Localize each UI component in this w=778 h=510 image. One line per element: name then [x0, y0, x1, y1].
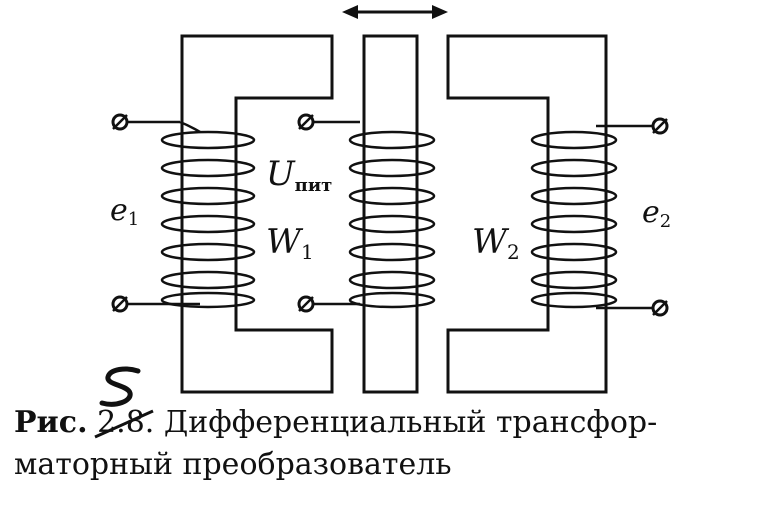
label-e1: e1 — [110, 193, 139, 230]
terminal-center-bottom — [297, 295, 315, 313]
label-u-supply: Uпит — [266, 154, 332, 196]
terminal-right-bottom — [651, 299, 669, 317]
winding-w1 — [120, 120, 256, 309]
figure-label: Рис. — [14, 405, 88, 440]
displacement-arrow — [342, 5, 448, 19]
label-w1: W1 — [266, 222, 314, 264]
caption-line-1: Рис. 2.8. Дифференциальный трансфор- — [14, 402, 774, 444]
caption-line-2: маторный преобразователь — [14, 444, 774, 486]
strike-through-mark — [94, 409, 154, 439]
label-e2: e2 — [642, 195, 671, 232]
figure-caption: Рис. 2.8. Дифференциальный трансфор- мат… — [14, 402, 774, 486]
central-armature — [362, 34, 419, 394]
left-core — [180, 34, 334, 394]
supply-winding — [308, 120, 436, 309]
handwritten-correction — [99, 366, 141, 407]
terminal-left-top — [111, 113, 129, 131]
winding-w2 — [530, 124, 658, 310]
figure-number: 2.8. — [94, 405, 164, 440]
caption-text-1: Дифференциальный трансфор- — [163, 405, 658, 440]
caption-text-2: маторный преобразователь — [14, 447, 452, 482]
terminal-right-top — [651, 117, 669, 135]
terminal-left-bottom — [111, 295, 129, 313]
right-core — [446, 34, 608, 394]
label-w2: W2 — [472, 222, 520, 264]
terminal-center-top — [297, 113, 315, 131]
